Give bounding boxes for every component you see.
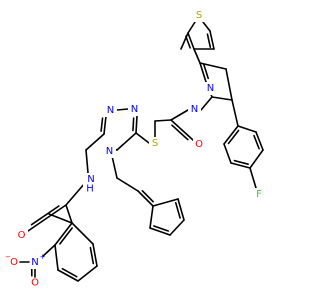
benzamide-bond-4 xyxy=(57,269,79,282)
pyrazoline-bond-5 xyxy=(199,62,227,70)
thiophene-bond-1 xyxy=(202,21,211,32)
fluorophenyl-bond-2 xyxy=(223,143,232,164)
phenyl-bond-3 xyxy=(149,227,171,236)
fluorophenyl-bond-5 xyxy=(255,131,264,151)
pyrazoline-bond-2 xyxy=(199,62,207,83)
pyrazoline-nitrogen-2-label: N xyxy=(191,104,198,115)
nitro-plus-charge: + xyxy=(40,253,46,261)
triazole-bond-3-double xyxy=(100,117,104,132)
pyrazoline-nitrogen-1-label: N xyxy=(207,83,214,94)
fluorophenyl-bond-3-double xyxy=(233,159,249,166)
benzamide-bond-6-double xyxy=(89,246,95,265)
fluorophenyl-bond-1 xyxy=(223,125,239,145)
aryl-fluorine-bond xyxy=(249,167,257,189)
nitro-oxygen-minus-label: O xyxy=(10,257,18,268)
nitro-nitrogen-label: N xyxy=(31,257,38,268)
n-acyl-bond xyxy=(170,109,189,121)
triazole-methylene-bond xyxy=(85,133,105,151)
phenyl-bond-2 xyxy=(149,205,154,229)
phenethyl-bond-1 xyxy=(111,155,118,179)
amide-oxygen-bond-double xyxy=(30,205,60,226)
phenyl-bond-5 xyxy=(177,198,185,221)
pyrazoline-bond-2-double xyxy=(203,63,210,80)
thioether-sulfur-label: S xyxy=(152,138,158,149)
triazole-bond-3 xyxy=(103,115,107,135)
benzamide-bond-1 xyxy=(65,204,73,224)
amide-nitrogen-label: N xyxy=(87,174,94,185)
acyl-methylene-bond xyxy=(154,119,172,122)
benzamide-bond-2-double xyxy=(59,227,73,245)
thiophene-bond-3-double xyxy=(185,35,191,49)
acyl-oxygen-label: O xyxy=(195,139,203,150)
sulfur-triazole-bond xyxy=(135,132,150,144)
triazole-bond-1 xyxy=(135,115,138,134)
thiophene-sulfur-label: S xyxy=(196,10,202,21)
phenyl-bond-5-double xyxy=(174,202,181,219)
pyrazoline-bond-7 xyxy=(211,96,233,101)
aryl-pyrazoline-bond xyxy=(231,99,239,127)
pyrazoline-bond-1 xyxy=(193,48,201,64)
benzamide-bond-2 xyxy=(54,222,73,246)
triazole-bond-2 xyxy=(116,108,129,111)
amide-oxygen-bond xyxy=(27,204,67,232)
amide-oxygen-label: O xyxy=(18,230,26,241)
atom-label-layer: S N N O S F N N N N H O N + O − O xyxy=(1,9,265,289)
benzamide-bond-6 xyxy=(92,243,98,267)
phenyl-bond-4 xyxy=(169,219,185,236)
thiophene-bond-5-double xyxy=(206,33,212,48)
ring-nitro-bond xyxy=(41,244,56,258)
triazole-bond-1-double xyxy=(132,117,135,132)
thiophene-bond-5 xyxy=(209,30,215,50)
phenyl-bond-6 xyxy=(152,198,179,207)
triazole-nitrogen-4-label: N xyxy=(106,146,113,157)
fluorophenyl-bond-3 xyxy=(230,162,251,169)
fluorophenyl-bond-6 xyxy=(237,125,257,133)
phenyl-bond-1 xyxy=(137,190,154,207)
thiophene-bond-3 xyxy=(187,32,195,50)
benzamide-bond-3 xyxy=(54,244,59,271)
molecule-structure: S N N O S F N N N N H O N + O − O xyxy=(1,9,265,289)
fluorine-label: F xyxy=(256,189,262,200)
fluorophenyl-bond-4 xyxy=(249,149,264,169)
triazole-bond-5 xyxy=(116,132,137,151)
methyl-bond xyxy=(48,213,73,224)
nitro-minus-charge: − xyxy=(5,253,11,261)
phenyl-bond-3-double xyxy=(153,225,170,232)
phenyl-bond-1-double xyxy=(141,190,154,203)
phenethyl-bond-2 xyxy=(116,177,139,192)
methylene-amide-bond xyxy=(85,149,89,174)
pyrazoline-bond-4 xyxy=(200,96,213,111)
amide-hydrogen-label: H xyxy=(86,184,94,195)
thiophene-bond-2 xyxy=(187,21,196,34)
amide-carbonyl-bond xyxy=(65,182,86,206)
nitro-oxygen-double-label: O xyxy=(31,278,39,289)
triazole-nitrogen-1-label: N xyxy=(107,105,114,116)
carbonyl-bond-double xyxy=(171,124,189,141)
triazole-nitrogen-2-label: N xyxy=(131,104,138,115)
benzamide-bond-5 xyxy=(77,265,98,282)
benzamide-bond-7 xyxy=(71,222,94,245)
fluorophenyl-bond-5-double xyxy=(253,134,260,150)
carbonyl-bond xyxy=(170,119,194,141)
pyrazoline-bond-6 xyxy=(225,68,233,101)
bond-layer xyxy=(19,21,264,282)
fluorophenyl-bond-1-double xyxy=(227,129,240,145)
thienyl-pyrazoline-bond xyxy=(180,32,189,50)
benzamide-bond-4-double xyxy=(61,267,78,278)
